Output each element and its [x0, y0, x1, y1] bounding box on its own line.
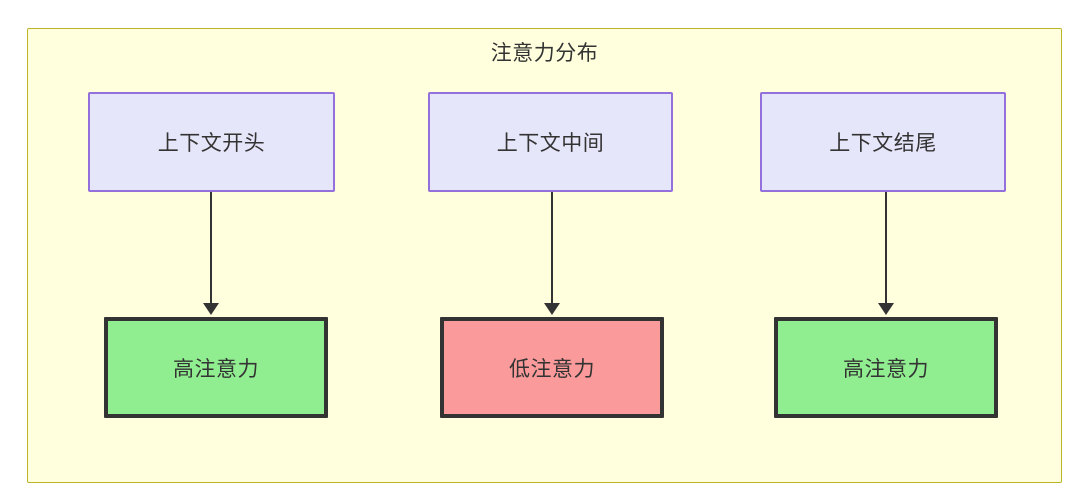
- node-label: 上下文结尾: [829, 132, 937, 155]
- node-label: 高注意力: [843, 357, 929, 381]
- arrow-middle-to-low: [544, 192, 560, 315]
- arrow-start-to-high: [203, 192, 219, 315]
- arrowhead-icon: [544, 303, 560, 315]
- node-high-attention-start[interactable]: 高注意力: [104, 317, 328, 418]
- arrow-end-to-high: [878, 192, 894, 315]
- subgraph-title: 注意力分布: [490, 42, 599, 65]
- node-label: 高注意力: [173, 357, 259, 381]
- arrowhead-icon: [878, 303, 894, 315]
- node-context-middle[interactable]: 上下文中间: [428, 92, 673, 192]
- arrowhead-icon: [203, 303, 219, 315]
- node-label: 上下文中间: [496, 132, 605, 155]
- node-high-attention-end[interactable]: 高注意力: [774, 317, 998, 418]
- node-context-end[interactable]: 上下文结尾: [760, 92, 1006, 192]
- node-label: 上下文开头: [157, 132, 266, 155]
- node-context-start[interactable]: 上下文开头: [88, 92, 335, 192]
- node-low-attention-middle[interactable]: 低注意力: [440, 317, 664, 418]
- node-label: 低注意力: [509, 357, 595, 381]
